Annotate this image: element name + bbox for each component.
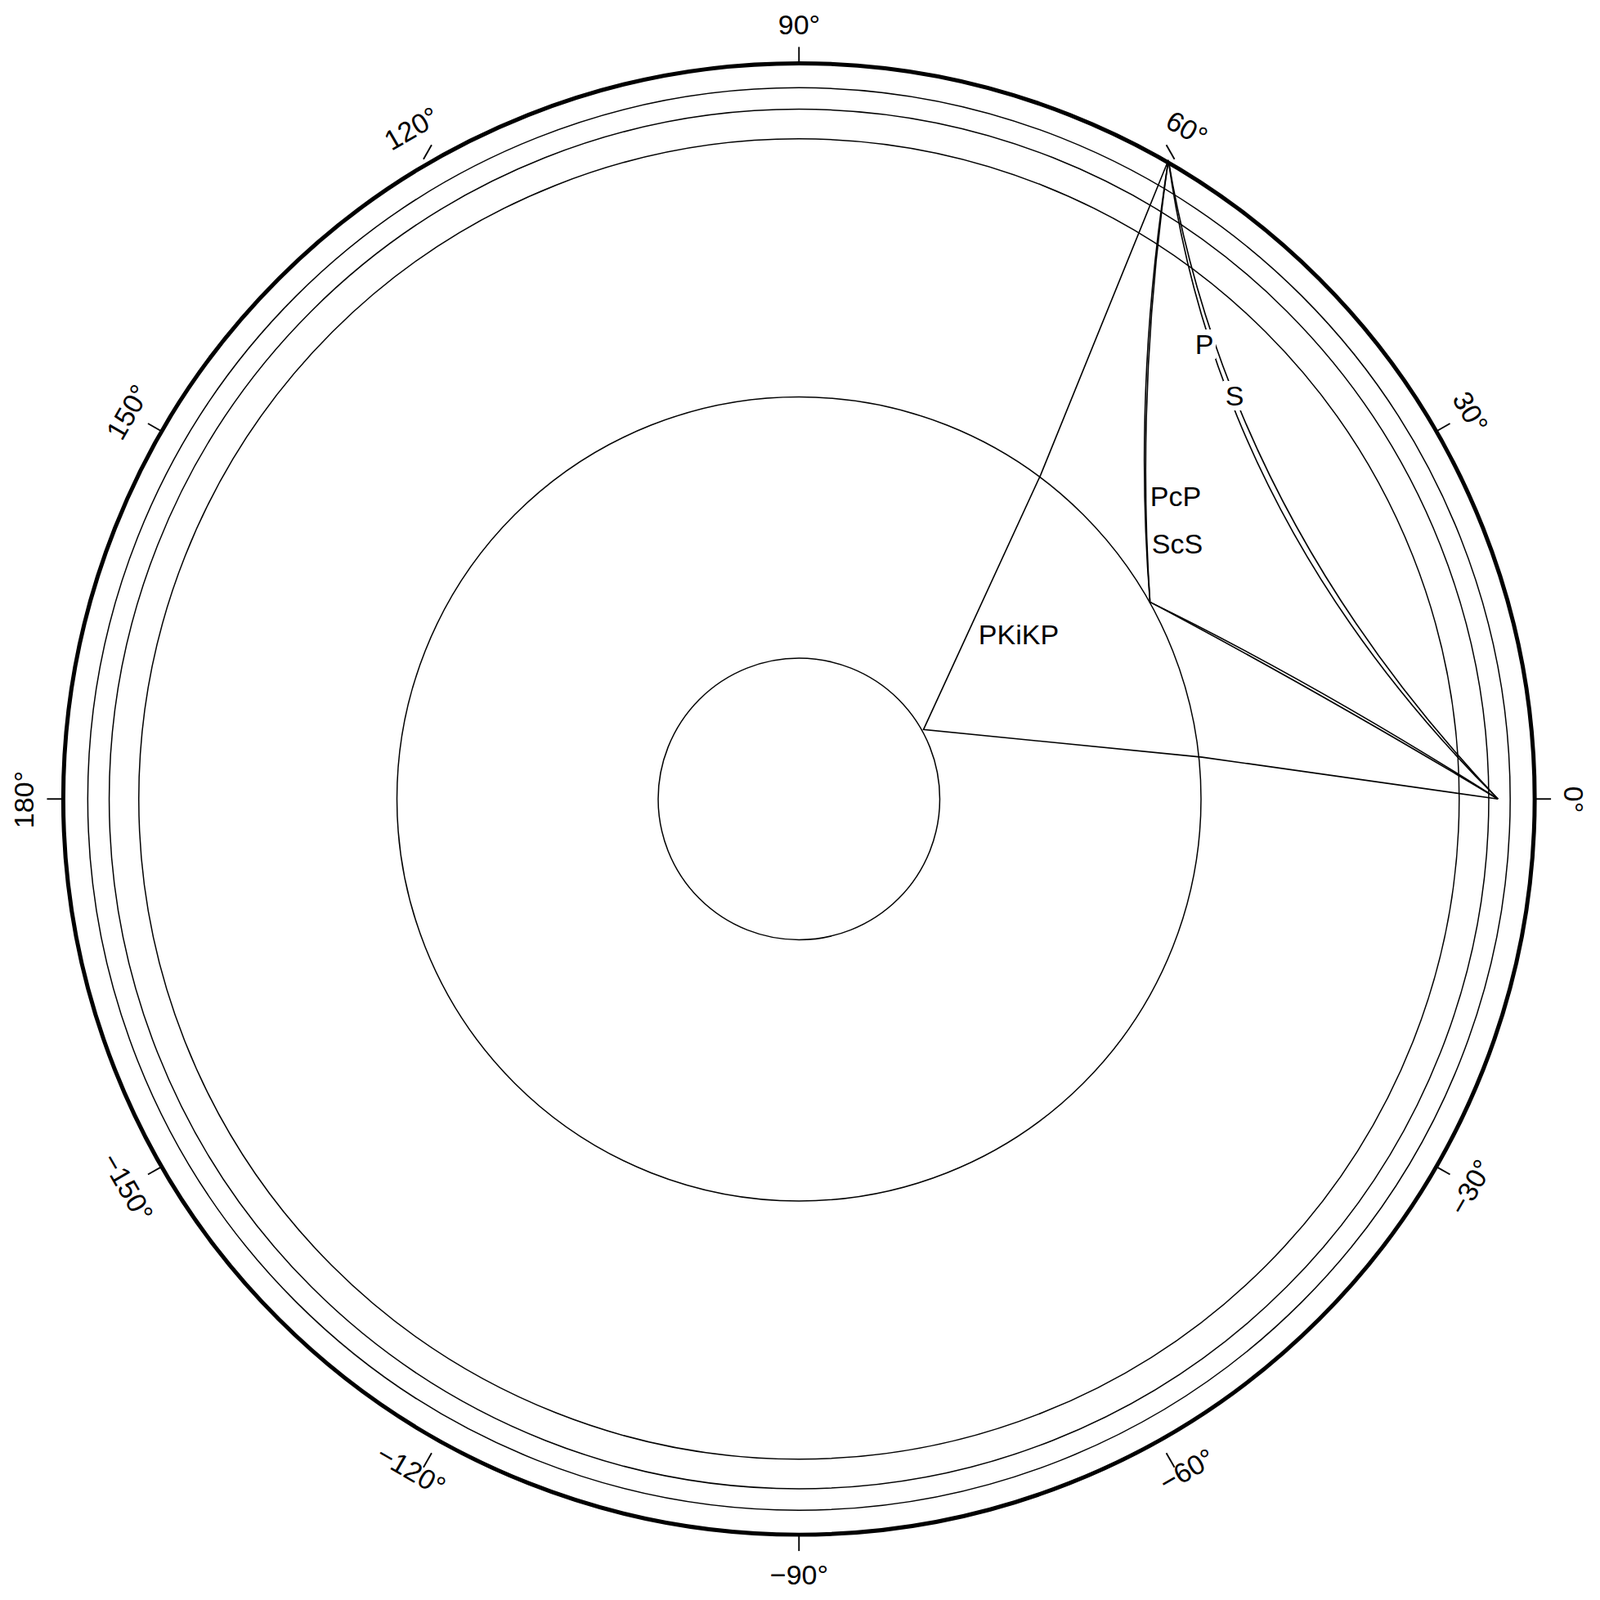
angle-label: −30° <box>1443 1154 1497 1220</box>
surface-circle <box>62 62 1535 1535</box>
angle-label: 0° <box>1559 785 1588 813</box>
tick-marks <box>46 46 1551 1551</box>
angle-label: 60° <box>1161 105 1213 151</box>
angle-label: 90° <box>778 10 821 39</box>
phase-label: S <box>1223 380 1247 411</box>
phase-label: PcP <box>1147 481 1204 511</box>
phase-label: PKiKP <box>976 619 1062 650</box>
mantle-layer <box>87 87 1511 1511</box>
ray-paths <box>923 160 1499 799</box>
phase-label: ScS <box>1149 528 1206 559</box>
pkikp-ray <box>923 160 1499 799</box>
pcp-ray <box>1144 160 1499 799</box>
angle-label: 180° <box>10 770 39 828</box>
inner-core <box>658 658 940 940</box>
angle-label: −60° <box>1154 1443 1220 1497</box>
outer-core <box>397 397 1202 1202</box>
scs-ray <box>1145 160 1498 799</box>
angle-label: 120° <box>380 101 444 155</box>
mantle-layer <box>138 138 1460 1460</box>
mantle-layer <box>109 109 1489 1489</box>
angle-label: −150° <box>97 1147 159 1226</box>
angle-label: 150° <box>101 380 155 444</box>
angle-label: −120° <box>372 1439 451 1502</box>
phase-label: P <box>1192 329 1217 359</box>
angle-label: 30° <box>1447 386 1493 438</box>
angle-label: −90° <box>770 1560 829 1589</box>
